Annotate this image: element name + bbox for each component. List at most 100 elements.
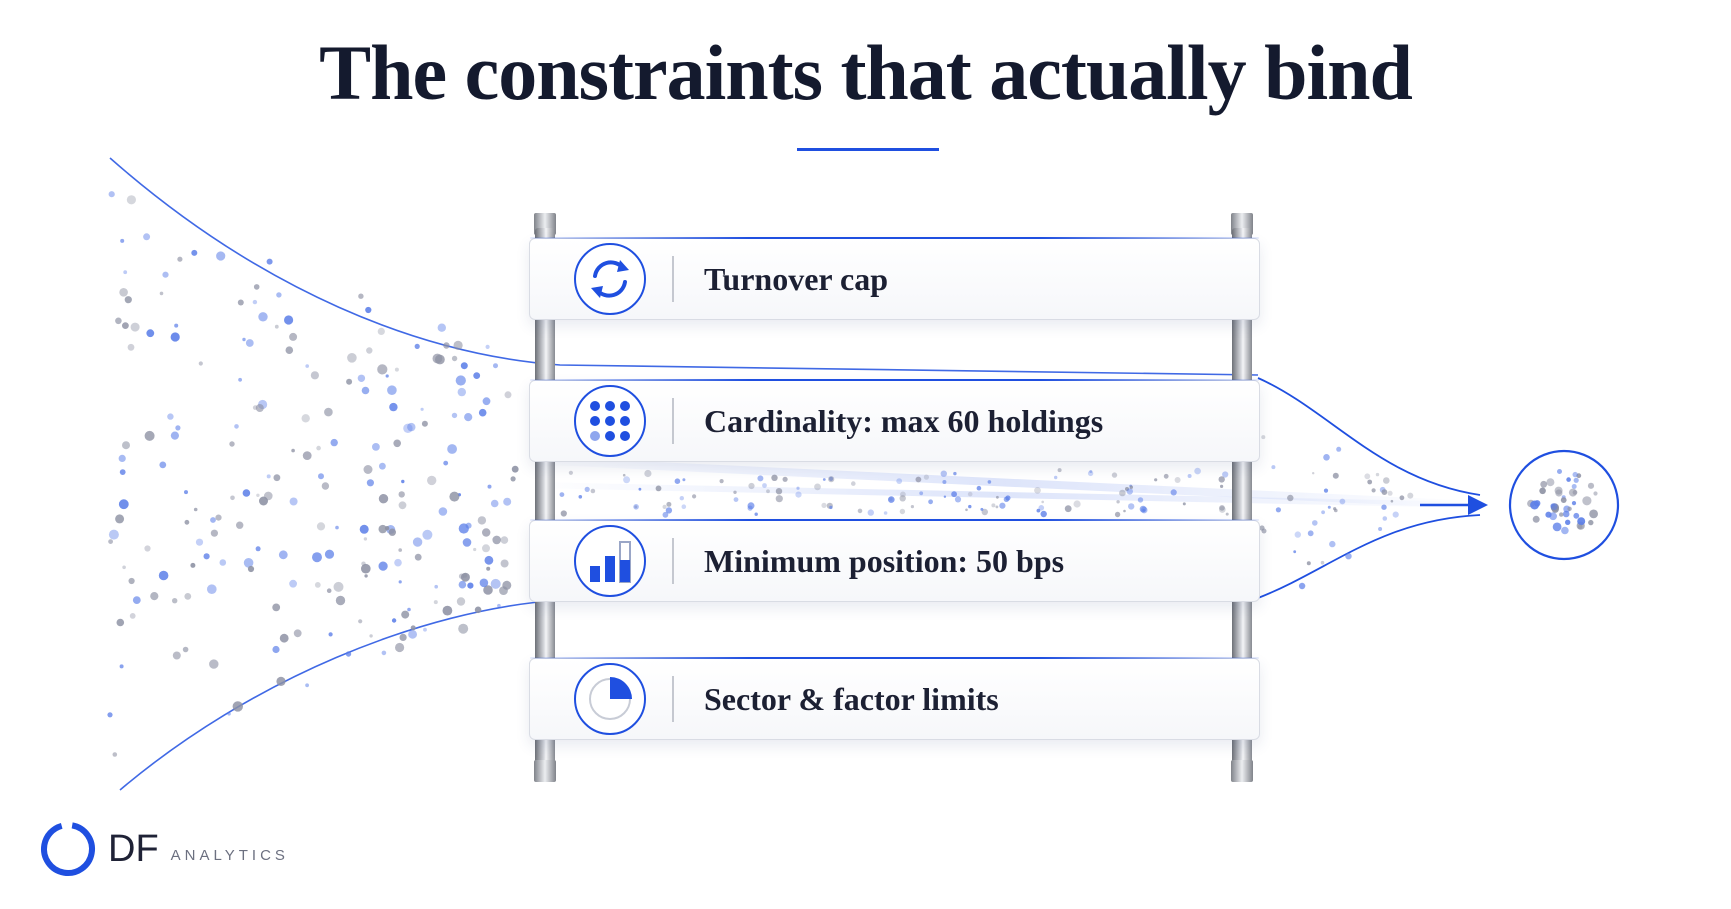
stream-dot — [1129, 485, 1134, 489]
particle-dot — [387, 385, 397, 396]
particle-dot — [437, 323, 446, 332]
particle-dot — [427, 475, 437, 486]
particle-dot — [372, 443, 380, 451]
stream-dot — [965, 508, 968, 512]
particle-dot — [401, 479, 405, 484]
particle-dot — [312, 552, 322, 563]
particle-dot — [473, 547, 477, 552]
taper-dot — [1345, 553, 1352, 560]
particle-dot — [174, 323, 179, 328]
particle-dot — [451, 355, 458, 362]
particle-dot — [414, 343, 420, 349]
particle-dot — [126, 195, 136, 205]
portfolio-dot — [1530, 500, 1540, 510]
funnel-top-curve — [109, 157, 1259, 376]
particle-dot — [398, 548, 403, 552]
stream-dot — [1123, 509, 1126, 513]
particle-dot — [490, 578, 501, 589]
particle-dot — [420, 407, 424, 411]
particle-dot — [363, 537, 368, 541]
particle-dot — [184, 519, 190, 525]
particle-dot — [394, 367, 399, 372]
particle-dot — [314, 582, 321, 588]
stream-dot — [1137, 497, 1144, 503]
stream-dot — [679, 496, 684, 501]
stream-dot — [559, 492, 565, 497]
particle-dot — [255, 546, 261, 552]
particle-dot — [310, 371, 319, 380]
stream-dot — [987, 480, 992, 484]
universe-dots — [107, 191, 1414, 757]
particle-dot — [195, 538, 204, 546]
particle-dot — [504, 391, 512, 399]
particle-dot — [377, 364, 388, 375]
stream-dot — [633, 504, 639, 510]
particle-dot — [150, 592, 159, 601]
taper-dot — [1364, 473, 1371, 480]
constraint-bar-sector-factor: Sector & factor limits — [529, 657, 1260, 740]
particle-dot — [378, 524, 387, 534]
stream-dot — [1126, 488, 1134, 495]
particle-dot — [394, 558, 402, 567]
portfolio-dot — [1559, 512, 1564, 517]
particle-dot — [407, 607, 411, 612]
particle-dot — [305, 364, 310, 368]
stream-dot — [1034, 487, 1041, 494]
stream-dot — [1116, 500, 1120, 504]
stream-dot — [733, 490, 737, 494]
taper-dot — [1371, 488, 1376, 493]
particle-dot — [122, 565, 126, 570]
particle-dot — [324, 407, 333, 417]
taper-dot — [1298, 582, 1306, 590]
stream-dot — [665, 507, 673, 514]
portfolio-dot — [1540, 480, 1548, 488]
particle-dot — [388, 528, 396, 536]
stream-dot — [1163, 473, 1169, 479]
particle-dot — [456, 597, 466, 606]
stream-dot — [775, 495, 783, 503]
particle-dot — [182, 646, 189, 653]
stream-dot — [896, 478, 903, 484]
stream-dot — [899, 508, 906, 515]
particle-dot — [369, 634, 373, 638]
right-post-cap-bottom — [1231, 760, 1253, 782]
portfolio-dot — [1560, 497, 1567, 503]
stream-dot — [1057, 468, 1062, 473]
particle-dot — [274, 324, 279, 329]
stream-dot — [771, 474, 778, 481]
particle-dot — [398, 580, 402, 584]
particle-dot — [363, 465, 373, 474]
particle-dot — [333, 581, 344, 592]
particle-dot — [443, 342, 450, 349]
portfolio-dot — [1572, 471, 1578, 478]
particle-dot — [245, 339, 254, 347]
particle-dot — [482, 397, 491, 406]
taper-dot — [1306, 561, 1311, 566]
particle-dot — [497, 603, 501, 608]
portfolio-dot — [1562, 510, 1570, 518]
particle-dot — [510, 476, 516, 482]
taper-dot — [1271, 465, 1276, 470]
particle-dot — [347, 353, 357, 363]
particle-dot — [159, 461, 167, 469]
stream-dot — [766, 489, 770, 494]
particle-dot — [485, 344, 490, 349]
taper-top-curve — [1257, 377, 1481, 496]
taper-bottom-curve — [1257, 514, 1481, 599]
stream-dot — [1222, 471, 1229, 478]
stream-dot — [1111, 472, 1118, 478]
constraint-label: Minimum position: 50 bps — [704, 542, 1065, 579]
stream-dot — [655, 485, 662, 492]
particle-dot — [361, 386, 370, 395]
particle-dot — [378, 494, 389, 504]
taper-dot — [1275, 507, 1281, 513]
particle-dot — [128, 577, 135, 585]
particle-dot — [395, 642, 405, 653]
stream-dot — [719, 479, 724, 484]
particle-dot — [412, 537, 423, 547]
stream-dot — [1119, 489, 1126, 497]
stream-dot — [1142, 508, 1146, 512]
taper-dot — [1407, 492, 1414, 499]
stream-dot — [1220, 484, 1224, 488]
